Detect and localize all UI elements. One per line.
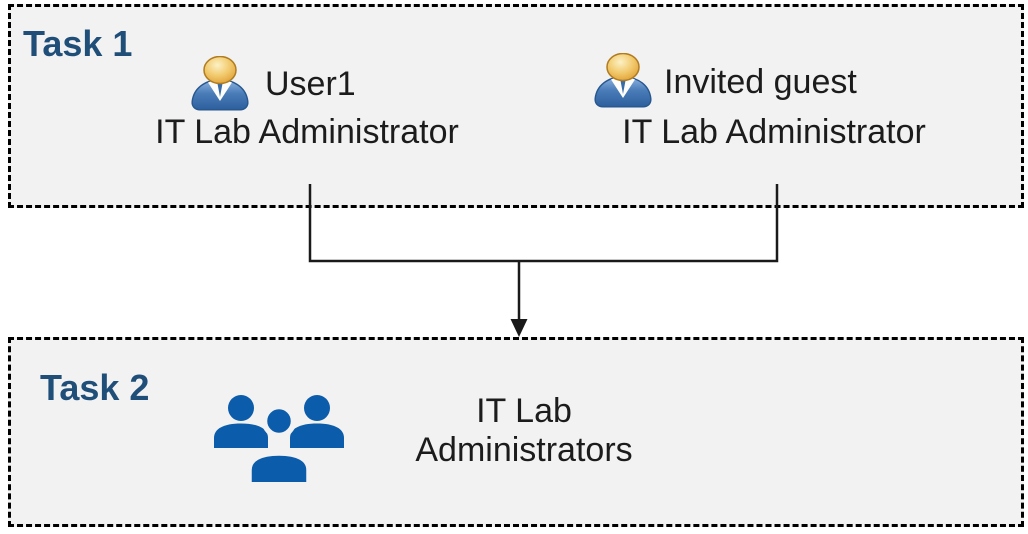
task2-label: Task 2 — [40, 367, 150, 408]
single-user-icon — [594, 53, 652, 108]
single-user-icon — [191, 56, 249, 111]
entry-name-user1: User1 — [265, 65, 356, 103]
entry-role-user1: IT Lab Administrator — [155, 113, 459, 151]
task2-box — [8, 337, 1024, 527]
entry-name-invited-guest: Invited guest — [664, 63, 857, 101]
entry-role-invited-guest: IT Lab Administrator — [622, 113, 926, 151]
user-group-icon — [214, 395, 344, 482]
arrowhead-icon — [510, 319, 528, 337]
group-name: IT Lab Administrators — [415, 392, 633, 469]
task1-box — [8, 4, 1024, 208]
task1-label: Task 1 — [23, 23, 133, 64]
